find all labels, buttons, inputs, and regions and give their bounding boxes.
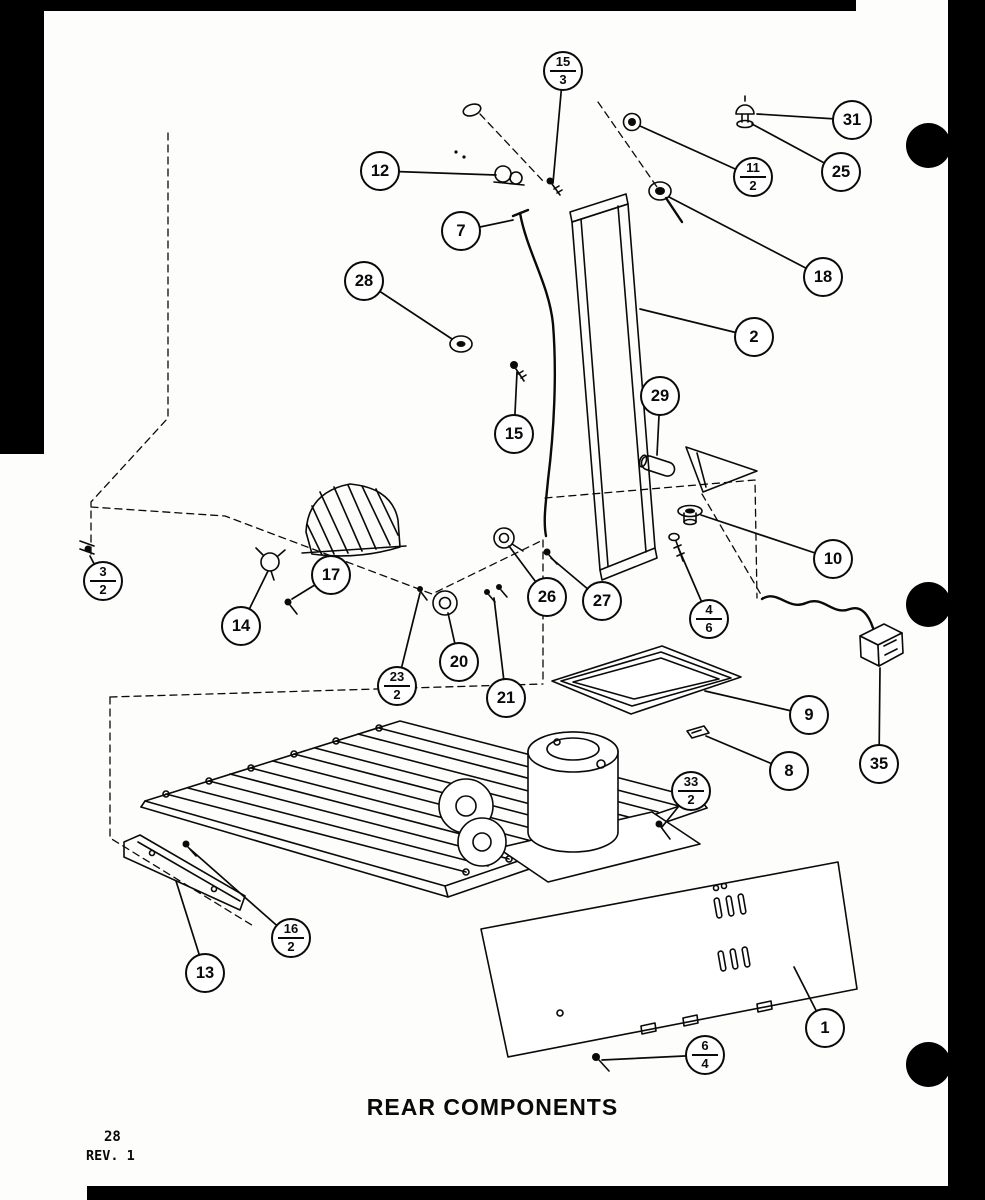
part-motor-grommet xyxy=(432,590,458,616)
part-screw-16 xyxy=(182,840,197,857)
part-clip-3 xyxy=(79,540,95,555)
part-screw-mid xyxy=(510,361,527,382)
page-number: 28 xyxy=(104,1129,121,1145)
part-drain-pan xyxy=(551,645,742,715)
part-grommet-small xyxy=(622,112,642,132)
part-grommet-hat xyxy=(677,504,703,526)
punch-hole-middle xyxy=(906,582,951,627)
callout-35[interactable]: 35 xyxy=(859,744,899,784)
part-clamp-26 xyxy=(493,527,524,552)
callout-9[interactable]: 9 xyxy=(789,695,829,735)
callout-1[interactable]: 1 xyxy=(805,1008,845,1048)
part-screw-17 xyxy=(284,598,298,615)
part-corner-bracket xyxy=(685,446,758,493)
callout-12[interactable]: 12 xyxy=(360,151,400,191)
construction-lines xyxy=(90,101,764,928)
part-compressor xyxy=(527,731,619,853)
part-screw-33 xyxy=(655,820,671,840)
part-grommet-pin xyxy=(648,181,684,224)
scan-mark-right xyxy=(948,0,985,1200)
callout-31[interactable]: 31 xyxy=(832,100,872,140)
scan-mark-left xyxy=(0,0,44,454)
punch-hole-top xyxy=(906,123,951,168)
part-grommet-mid xyxy=(449,335,473,353)
part-drain-tube xyxy=(511,208,557,538)
callout-13[interactable]: 13 xyxy=(185,953,225,993)
part-clamp-14 xyxy=(255,547,286,581)
part-pan-clip xyxy=(686,725,710,739)
revision-label: REV. 1 xyxy=(86,1148,135,1164)
part-hole-plug xyxy=(454,103,482,159)
part-rear-panel xyxy=(480,861,858,1058)
part-screw-top xyxy=(546,177,563,196)
part-screw-23 xyxy=(417,586,428,601)
callout-8[interactable]: 8 xyxy=(769,751,809,791)
callout-18[interactable]: 18 xyxy=(803,257,843,297)
part-tube-clamp xyxy=(493,165,525,186)
callout-25[interactable]: 25 xyxy=(821,152,861,192)
callout-7[interactable]: 7 xyxy=(441,211,481,251)
part-mounting-bracket xyxy=(123,834,246,911)
part-roller-pin xyxy=(638,454,676,477)
part-power-cord xyxy=(760,595,904,667)
callout-17[interactable]: 17 xyxy=(311,555,351,595)
callout-26[interactable]: 26 xyxy=(527,577,567,617)
diagram-title: REAR COMPONENTS xyxy=(366,1094,619,1120)
part-fan-blade xyxy=(438,778,507,867)
callout-14[interactable]: 14 xyxy=(221,606,261,646)
scan-mark-top xyxy=(0,0,856,11)
callout-21[interactable]: 21 xyxy=(486,678,526,718)
callout-29[interactable]: 29 xyxy=(640,376,680,416)
part-back-panel xyxy=(569,193,658,581)
callout-15[interactable]: 15 xyxy=(494,414,534,454)
part-screw-6 xyxy=(592,1053,610,1072)
callout-20[interactable]: 20 xyxy=(439,642,479,682)
punch-hole-bottom xyxy=(906,1042,951,1087)
part-condenser-coil xyxy=(140,720,708,898)
callout-27[interactable]: 27 xyxy=(582,581,622,621)
scan-mark-bottom xyxy=(87,1186,985,1200)
callout-10[interactable]: 10 xyxy=(813,539,853,579)
part-screws-21 xyxy=(484,584,508,603)
callout-28[interactable]: 28 xyxy=(344,261,384,301)
part-push-button xyxy=(735,95,755,129)
part-fan-shroud xyxy=(301,483,407,557)
callout-2[interactable]: 2 xyxy=(734,317,774,357)
